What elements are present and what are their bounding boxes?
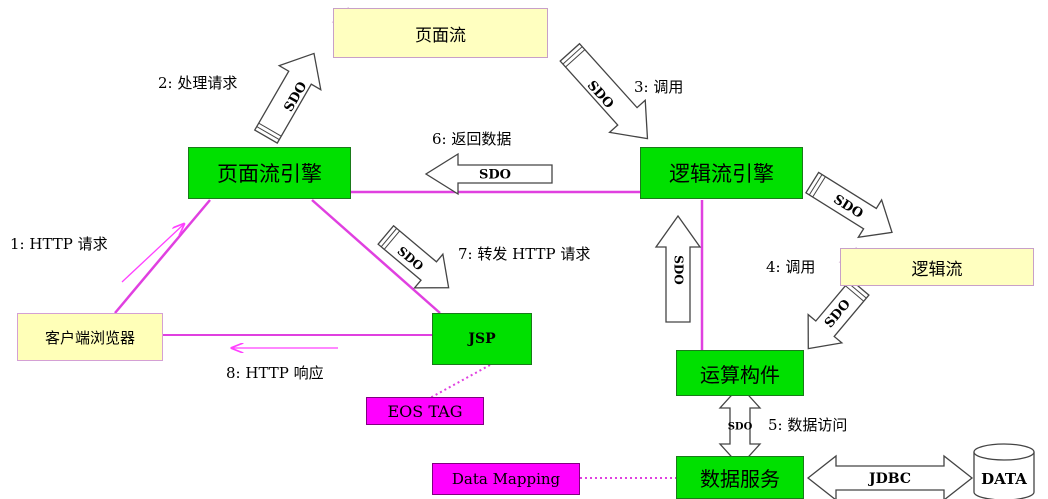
step-label-7: 7: 转发 HTTP 请求 <box>458 245 591 263</box>
page-flow-label: 页面流 <box>415 25 466 46</box>
link-jsp-eos-tag <box>429 364 491 399</box>
step-label-5: 5: 数据访问 <box>768 416 848 434</box>
logic-flow-label: 逻辑流 <box>911 259 963 280</box>
sdo-arrow-process-request <box>253 52 322 144</box>
jdbc-arrow <box>806 454 974 499</box>
page-flow-engine-box[interactable]: 页面流引擎 <box>188 147 351 199</box>
page-flow-engine-label: 页面流引擎 <box>217 162 322 186</box>
jdbc-label: JDBC <box>867 471 911 487</box>
logic-flow-engine-label: 逻辑流引擎 <box>669 162 774 186</box>
database-label: DATA <box>981 470 1027 488</box>
jsp-label: JSP <box>468 331 496 347</box>
step-label-4: 4: 调用 <box>766 258 816 276</box>
sdo-arrow-forward-request <box>377 224 450 289</box>
data-service-label: 数据服务 <box>700 467 780 491</box>
data-service-box[interactable]: 数据服务 <box>676 456 804 499</box>
step-label-8: 8: HTTP 响应 <box>226 364 324 382</box>
sdo-arrow-call-logic-engine <box>559 42 649 140</box>
sdo-arrow-compute-to-logic-engine <box>654 214 702 323</box>
data-mapping-box[interactable]: Data Mapping <box>432 463 580 495</box>
sdo-text-6: SDO <box>479 168 511 183</box>
data-mapping-label: Data Mapping <box>451 470 561 488</box>
eos-tag-label: EOS TAG <box>387 401 463 421</box>
logic-flow-engine-box[interactable]: 逻辑流引擎 <box>640 147 803 199</box>
eos-tag-box[interactable]: EOS TAG <box>366 397 484 425</box>
sdo-arrow-return-data <box>424 152 553 196</box>
compute-component-box[interactable]: 运算构件 <box>676 350 804 396</box>
link-browser-page-engine <box>114 199 211 314</box>
client-browser-label: 客户端浏览器 <box>44 328 135 347</box>
sdo-text-up: SDO <box>672 255 686 285</box>
step-label-6: 6: 返回数据 <box>432 130 512 148</box>
client-browser-box[interactable]: 客户端浏览器 <box>17 313 163 361</box>
step-label-1: 1: HTTP 请求 <box>10 235 108 253</box>
compute-component-label: 运算构件 <box>700 362 780 387</box>
jsp-box[interactable]: JSP <box>432 313 532 365</box>
page-flow-note: 页面流 <box>333 8 548 58</box>
sdo-text-5: SDO <box>728 422 753 433</box>
request-arrow <box>121 224 184 283</box>
step-label-2: 2: 处理请求 <box>158 74 238 92</box>
database-icon <box>973 443 1035 499</box>
logic-flow-note: 逻辑流 <box>840 248 1034 286</box>
sdo-arrow-call-logic-flow <box>805 171 893 239</box>
step-label-3: 3: 调用 <box>634 78 684 96</box>
link-page-engine-jsp <box>311 199 441 314</box>
